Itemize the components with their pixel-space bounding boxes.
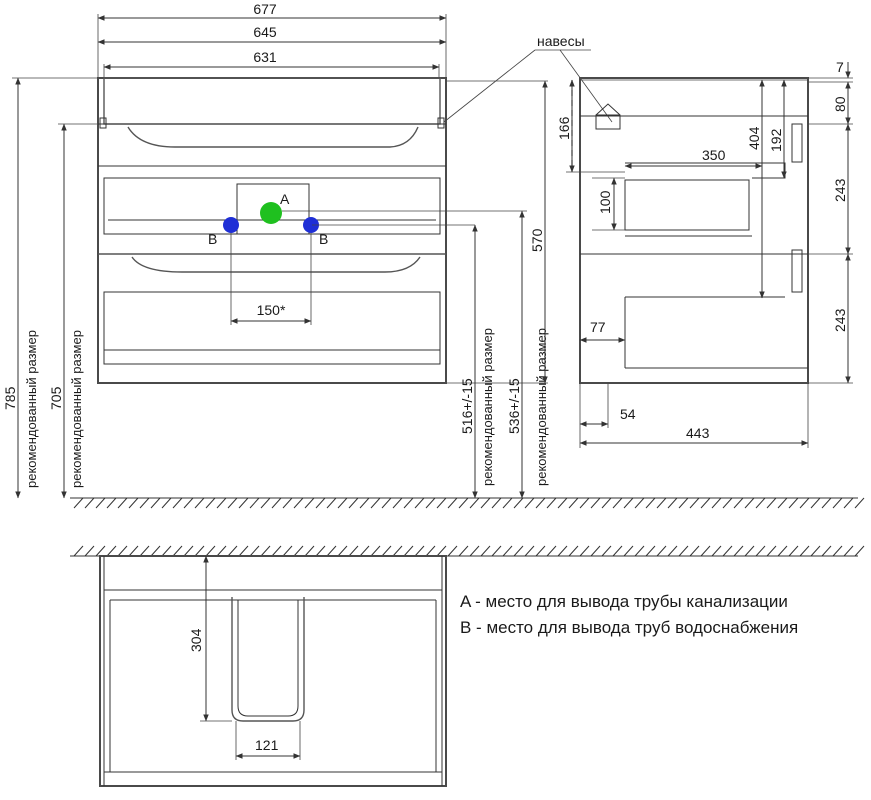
dim-404: 404 bbox=[746, 126, 762, 150]
dim-304: 304 bbox=[188, 628, 204, 652]
dim-536: 536+/-15 bbox=[506, 378, 522, 434]
front-lower-drawer bbox=[103, 291, 441, 365]
marker-b-right-dot bbox=[303, 217, 319, 233]
front-hinge-right bbox=[437, 117, 445, 129]
marker-a-label: A bbox=[280, 191, 290, 207]
side-handle-upper bbox=[791, 123, 803, 163]
dim-166: 166 bbox=[556, 116, 572, 140]
dim-677: 677 bbox=[253, 1, 277, 17]
plan-outline bbox=[99, 555, 447, 787]
marker-b-left-dot bbox=[223, 217, 239, 233]
side-hinge-arm bbox=[595, 103, 621, 116]
dim-192: 192 bbox=[768, 128, 784, 152]
side-drawer-top bbox=[625, 162, 786, 179]
side-hinge-box bbox=[595, 114, 621, 130]
dim-100: 100 bbox=[597, 190, 613, 214]
side-handle-lower bbox=[791, 249, 803, 293]
dim-77: 77 bbox=[590, 319, 606, 335]
floor-hatch-strokes bbox=[73, 497, 865, 509]
dim-785: 785 bbox=[2, 386, 18, 410]
dim-243-lower: 243 bbox=[832, 308, 848, 332]
floor-hatch bbox=[70, 497, 865, 509]
dim-570: 570 bbox=[529, 228, 545, 252]
marker-a-dot bbox=[260, 202, 282, 224]
plan-cutout-inner bbox=[237, 600, 299, 717]
marker-b-right-label: B bbox=[319, 231, 328, 247]
dim-150: 150* bbox=[257, 302, 286, 318]
dim-7: 7 bbox=[836, 59, 844, 75]
legend-a: A - место для вывода трубы канализации bbox=[460, 592, 788, 611]
dim-631: 631 bbox=[253, 49, 277, 65]
dim-243-upper: 243 bbox=[832, 178, 848, 202]
side-view: 7 80 243 243 166 404 192 350 100 77 bbox=[556, 59, 853, 448]
recommended-label-785: рекомендованный размер bbox=[24, 330, 39, 488]
front-basin-lower bbox=[131, 256, 421, 273]
hinges-label: навесы bbox=[537, 33, 585, 49]
front-basin-upper bbox=[127, 126, 419, 148]
plan-cutout bbox=[231, 597, 305, 722]
recommended-label-705: рекомендованный размер bbox=[69, 330, 84, 488]
dim-443: 443 bbox=[686, 425, 710, 441]
legend-b: B - место для вывода труб водоснабжения bbox=[460, 618, 798, 637]
dim-516: 516+/-15 bbox=[459, 378, 475, 434]
front-countertop bbox=[103, 77, 441, 125]
side-cabinet-outline bbox=[579, 77, 809, 384]
hinges-leader-side bbox=[559, 49, 613, 123]
dim-645: 645 bbox=[253, 24, 277, 40]
front-view: 677 645 631 A B B 150* 785 рекомендованн… bbox=[2, 1, 613, 499]
hinges-leader-front bbox=[443, 49, 536, 123]
recommended-label-536: рекомендованный размер bbox=[534, 328, 549, 486]
recommended-label-516: рекомендованный размер bbox=[480, 328, 495, 486]
marker-b-left-label: B bbox=[208, 231, 217, 247]
wall-hatch-strokes bbox=[73, 545, 865, 557]
side-drawer-upper-box bbox=[624, 179, 750, 231]
legend: A - место для вывода трубы канализации B… bbox=[460, 592, 798, 637]
wall-hatch bbox=[70, 545, 865, 557]
front-siphon-box bbox=[236, 183, 310, 235]
dim-54: 54 bbox=[620, 406, 636, 422]
dim-705: 705 bbox=[48, 386, 64, 410]
plan-view: 304 121 bbox=[99, 555, 447, 787]
dim-80: 80 bbox=[832, 96, 848, 112]
dim-350: 350 bbox=[702, 147, 726, 163]
dim-121: 121 bbox=[255, 737, 279, 753]
front-hinge-left bbox=[99, 117, 107, 129]
